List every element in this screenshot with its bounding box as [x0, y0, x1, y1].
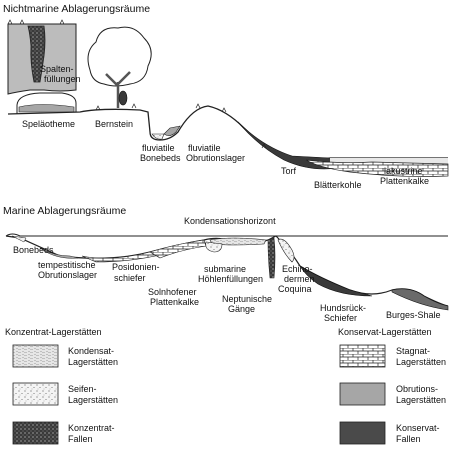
swatch-konzentrat-fallen [12, 421, 59, 445]
submarine-cave-fill [205, 241, 223, 253]
label-blaetterkohle: Blätterkohle [314, 180, 362, 190]
bonebed-deposit [11, 235, 27, 243]
label-hunds-2: Schiefer [324, 313, 357, 323]
tree-trunk [105, 71, 131, 108]
tempestite-deposit [39, 247, 79, 259]
legend-left-0-line-2: Lagerstätten [68, 357, 118, 367]
top-section-title: Nichtmarine Ablagerungsräume [3, 3, 150, 15]
legend-left-1-line-1: Seifen- [68, 384, 97, 394]
legend-right-0-line-1: Stagnat- [396, 346, 430, 356]
legend-right-1-line-2: Lagerstätten [396, 395, 446, 405]
label-echino-1: Echino- [282, 264, 313, 274]
lake-platy-limestone [305, 159, 449, 177]
label-posid-1: Posidonien- [112, 262, 160, 272]
label-echino-3: Coquina [278, 284, 312, 294]
legend-left-0-line-1: Kondensat- [68, 346, 114, 356]
label-burgess: Burges-Shale [386, 310, 441, 320]
label-fluvial-bone-2: Bonebeds [140, 153, 181, 163]
fissure-fill [27, 25, 46, 83]
legend-left-title: Konzentrat-Lagerstätten [5, 327, 102, 337]
label-bernstein: Bernstein [95, 119, 133, 129]
label-submarine-1: submarine [204, 264, 246, 274]
tree-crown [87, 26, 152, 87]
label-tempest-1: tempestitische [38, 260, 96, 270]
label-lakustrine-1: lakustrine [384, 166, 423, 176]
swatch-kondensat [12, 344, 59, 368]
label-kondensation: Kondensationshorizont [184, 216, 276, 226]
label-fluvial-bone-1: fluviatile [142, 143, 175, 153]
sea-surface [5, 233, 448, 237]
bottom-section-title: Marine Ablagerungsräume [3, 205, 126, 217]
fluvial-bonebed [151, 133, 165, 140]
legend-right-2-line-1: Konservat- [396, 423, 440, 433]
label-tempest-2: Obrutionslager [38, 270, 97, 280]
legend-right-1-line-1: Obrutions- [396, 384, 438, 394]
terrestrial-ground [8, 106, 330, 178]
legend-right-title: Konservat-Lagerstätten [338, 327, 432, 337]
legend-left-2-line-2: Fallen [68, 434, 93, 444]
swatch-konservat-fallen [339, 421, 386, 445]
echinoderm-coquina [277, 238, 295, 263]
sea-floor [6, 236, 448, 320]
label-speleothem: Speläotheme [22, 119, 75, 129]
swatch-seifen [12, 382, 59, 406]
label-lakustrine-2: Plattenkalke [380, 176, 429, 186]
swatch-stagnat [339, 344, 386, 368]
label-solnh-1: Solnhofener [148, 287, 197, 297]
legend-right-0-line-2: Lagerstätten [396, 357, 446, 367]
fluvial-obrution [163, 125, 181, 136]
grass-tufts [7, 19, 267, 149]
label-neptun-1: Neptunische [222, 294, 272, 304]
label-fluvial-obr-2: Obrutionslager [186, 153, 245, 163]
label-fluvial-obr-1: fluviatile [188, 143, 221, 153]
label-spalten-2: füllungen [44, 74, 81, 84]
label-spalten-1: Spalten- [40, 64, 74, 74]
hunsrueck-slate [299, 265, 373, 297]
label-posid-2: schiefer [114, 273, 146, 283]
label-bonebeds: Bonebeds [13, 245, 54, 255]
legend-right-2-line-2: Fallen [396, 434, 421, 444]
burgess-shale [391, 288, 449, 311]
label-solnh-2: Plattenkalke [150, 297, 199, 307]
label-neptun-2: Gänge [228, 304, 255, 314]
label-hunds-1: Hundsrück- [320, 303, 366, 313]
amber-blob [118, 90, 128, 106]
label-submarine-2: Höhlenfüllungen [198, 274, 263, 284]
peat-deposit [237, 121, 339, 170]
label-torf: Torf [281, 166, 297, 176]
legend-left-2-line-1: Konzentrat- [68, 423, 115, 433]
speleothem-pool [18, 104, 75, 113]
legend-left-1-line-2: Lagerstätten [68, 395, 118, 405]
label-echino-2: dermen [284, 274, 315, 284]
neptunian-dike [267, 237, 276, 279]
swatch-obrutions [339, 382, 386, 406]
